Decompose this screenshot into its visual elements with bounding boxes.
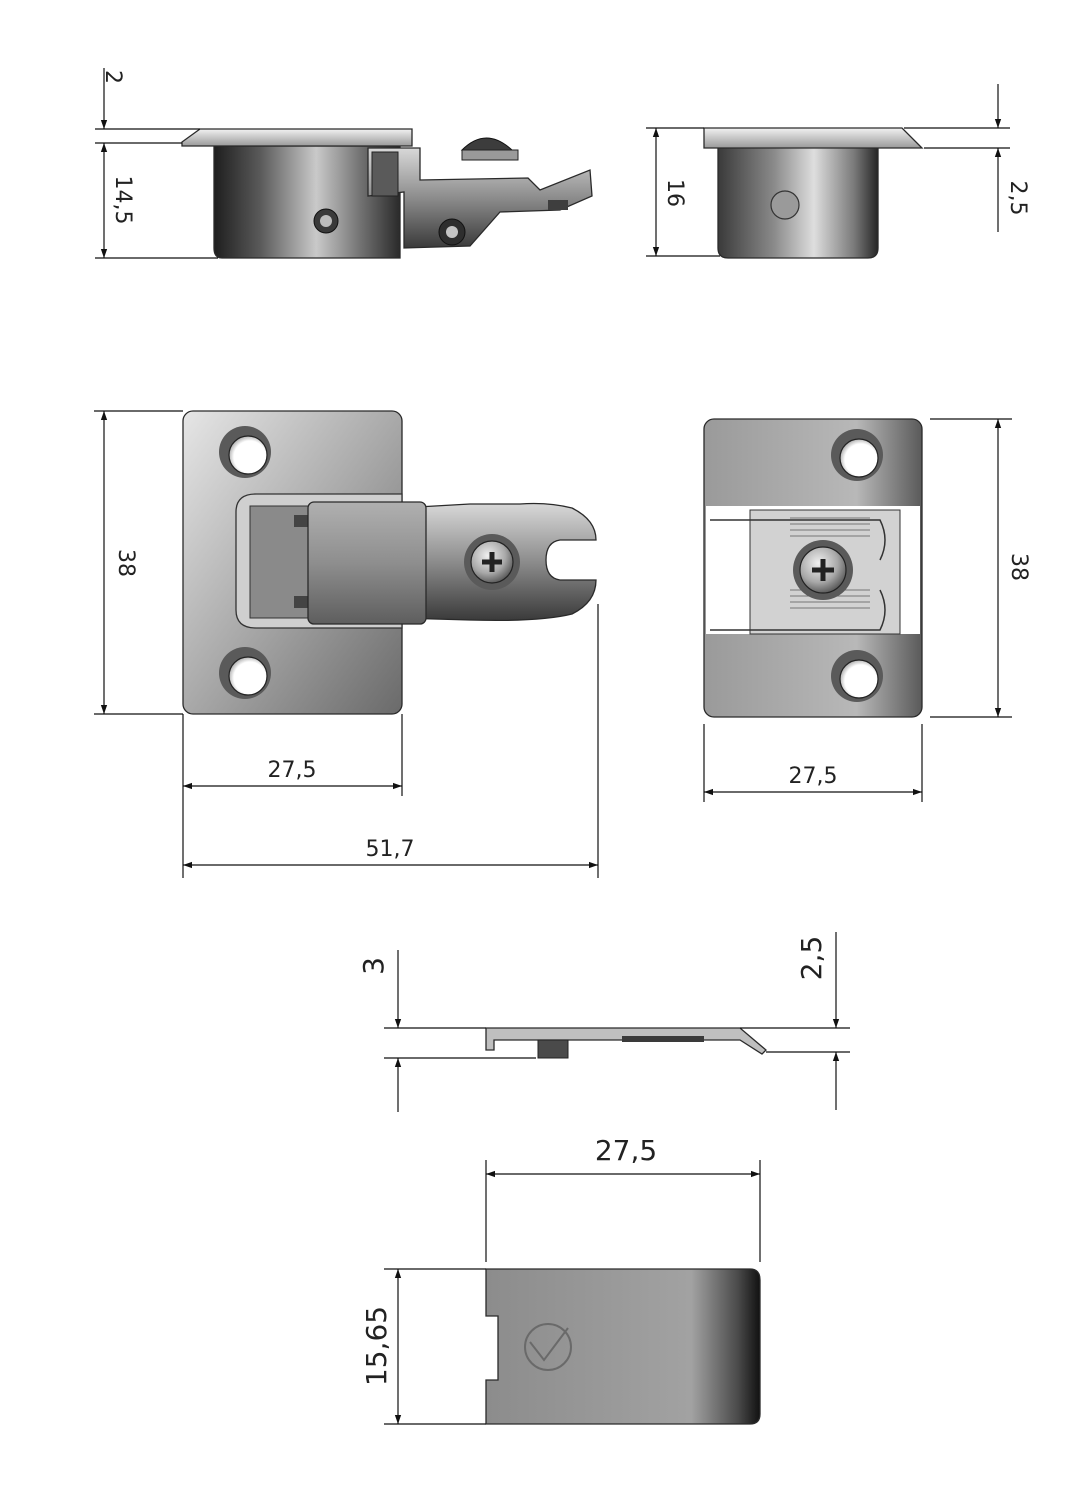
side-view-cover-plate [485, 1027, 767, 1059]
dimension-side-right [646, 84, 1010, 257]
dim-side-right-height: 16 [662, 179, 687, 207]
side-view-cup [703, 127, 924, 259]
dim-cover-height: 15,65 [360, 1306, 393, 1386]
plan-view-plate [703, 418, 923, 718]
dimension-plan-right [703, 418, 1012, 802]
dim-plan-right-height: 38 [1006, 553, 1031, 581]
plan-view-hinge [182, 410, 597, 715]
dimension-plate-side [384, 932, 850, 1112]
dim-plan-left-overall: 51,7 [366, 837, 415, 862]
dimension-plan-left [94, 410, 599, 878]
dim-side-left-height: 14,5 [110, 176, 135, 225]
dim-side-right-flange: 2,5 [1005, 181, 1030, 216]
dim-plan-right-width: 27,5 [789, 764, 838, 789]
dimension-cover [384, 1160, 761, 1425]
dim-plan-left-height: 38 [113, 549, 138, 577]
cover-top-view [485, 1268, 761, 1425]
dim-cover-width: 27,5 [595, 1134, 657, 1167]
dim-plate-side-left: 3 [357, 957, 390, 975]
logo-check-icon [524, 1323, 572, 1371]
side-view-hinge [181, 128, 593, 259]
dim-plate-side-right: 2,5 [795, 936, 828, 981]
dim-side-left-top: 2 [100, 70, 125, 84]
dimension-side-left [95, 68, 218, 259]
dim-plan-left-width: 27,5 [268, 758, 317, 783]
